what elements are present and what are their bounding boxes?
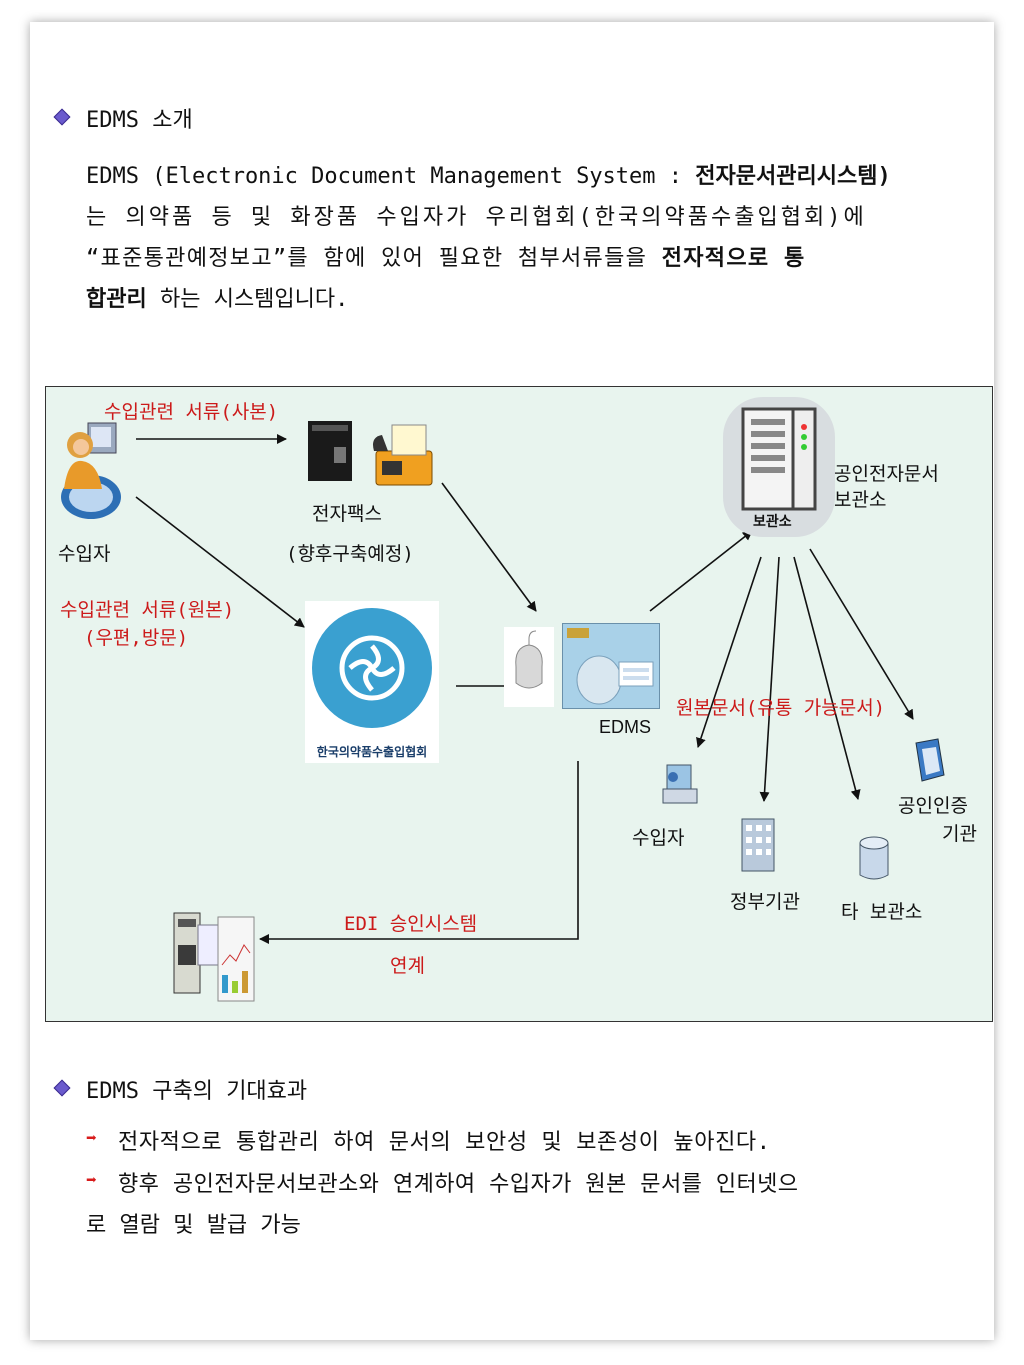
arrow-edms-to-edi xyxy=(259,761,579,944)
cert-label-line1: 공인인증 xyxy=(898,795,968,817)
storage-badge: 보관소 xyxy=(753,514,792,530)
arrow-storage-to-importer xyxy=(696,556,762,748)
mouse-icon xyxy=(504,627,554,707)
arrow-fax-to-edms xyxy=(441,482,537,612)
edms-login-screen-icon xyxy=(567,628,654,705)
arrow-storage-to-government xyxy=(759,556,780,802)
efax-note: (향후구축예정) xyxy=(286,543,414,565)
edms-screen xyxy=(562,623,660,709)
server-tower-icon xyxy=(741,407,817,511)
other-storage-label: 타 보관소 xyxy=(841,901,923,923)
section1-heading: EDMS 소개 xyxy=(86,108,193,133)
original-docs-label: 원본문서(유통 가능문서) xyxy=(676,697,886,719)
benefit-item-2-line2: 로 열람 및 발급 가능 xyxy=(86,1213,301,1238)
intro-line-1: EDMS (Electronic Document Management Sys… xyxy=(86,156,891,197)
storage-label-line1: 공인전자문서 xyxy=(834,463,939,485)
intro-line-3-b: 전자적으로 통 xyxy=(661,246,806,271)
intro-line-3: “표준통관예정보고”를 함에 있어 필요한 첨부서류들을 전자적으로 통 xyxy=(86,238,806,279)
association-emblem-icon xyxy=(312,608,432,728)
diagram-arrows xyxy=(135,434,914,944)
importer-person-icon xyxy=(61,422,121,519)
fax-machine-icon xyxy=(373,424,433,486)
cert-authority-server-icon xyxy=(915,738,945,782)
database-icon xyxy=(859,836,889,880)
arrow-importer-to-association xyxy=(135,496,305,628)
importer-label: 수입자 xyxy=(58,543,111,565)
intro-line-4: 합관리 하는 시스템입니다. xyxy=(86,279,348,320)
section2-heading: EDMS 구축의 기대효과 xyxy=(86,1079,308,1104)
intro-line-4-a: 합관리 xyxy=(86,287,147,312)
intro-line-2: 는 의약품 등 및 화장품 수입자가 우리협회(한국의약품수출입협회)에 xyxy=(86,205,867,230)
edms-diagram: 수입자 수입관련 서류(사본) 전자팩스 (향후구축예정) 수입관련 서류(원본… xyxy=(45,386,993,1022)
edi-label-line2: 연계 xyxy=(390,955,425,977)
importer-pc-icon xyxy=(662,764,698,804)
association-logo: 한국의약품수출입협회 xyxy=(305,601,439,763)
copy-docs-label: 수입관련 서류(사본) xyxy=(104,401,279,423)
red-arrow-bullet-icon: ➡ xyxy=(86,1128,97,1149)
arrow-storage-to-other xyxy=(793,556,861,800)
association-name: 한국의약품수출입협회 xyxy=(316,745,428,759)
cert-label-line2: 기관 xyxy=(942,823,977,845)
benefit-item-1: 전자적으로 통합관리 하여 문서의 보안성 및 보존성이 높아진다. xyxy=(118,1130,771,1155)
red-arrow-bullet-icon: ➡ xyxy=(86,1170,97,1191)
intro-line-4-b: 하는 시스템입니다. xyxy=(146,287,349,312)
benefit-item-2-line1: 향후 공인전자문서보관소와 연계하여 수입자가 원본 문서를 인터넷으 xyxy=(118,1172,799,1197)
edi-system-icon xyxy=(173,912,255,1002)
arrow-edms-to-storage xyxy=(649,530,753,612)
edi-label-line1: EDI 승인시스템 xyxy=(344,913,478,935)
orig-docs-note: (우편,방문) xyxy=(84,627,189,649)
intro-line-3-a: “표준통관예정보고”를 함에 있어 필요한 첨부서류들을 xyxy=(86,246,662,271)
efax-label: 전자팩스 xyxy=(312,503,382,525)
intro-line-1-b: 전자문서관리시스템) xyxy=(695,164,891,189)
government-label: 정부기관 xyxy=(730,891,800,913)
intro-line-1-a: EDMS (Electronic Document Management Sys… xyxy=(86,164,696,189)
orig-docs-label: 수입관련 서류(원본) xyxy=(60,599,235,621)
government-building-icon xyxy=(741,818,775,872)
fax-server-icon xyxy=(308,421,352,481)
edms-label: EDMS xyxy=(599,717,652,737)
storage-label-line2: 보관소 xyxy=(834,489,887,511)
arrow-storage-to-cert xyxy=(809,548,914,720)
importer2-label: 수입자 xyxy=(632,827,685,849)
storage-server: 보관소 xyxy=(723,397,835,537)
